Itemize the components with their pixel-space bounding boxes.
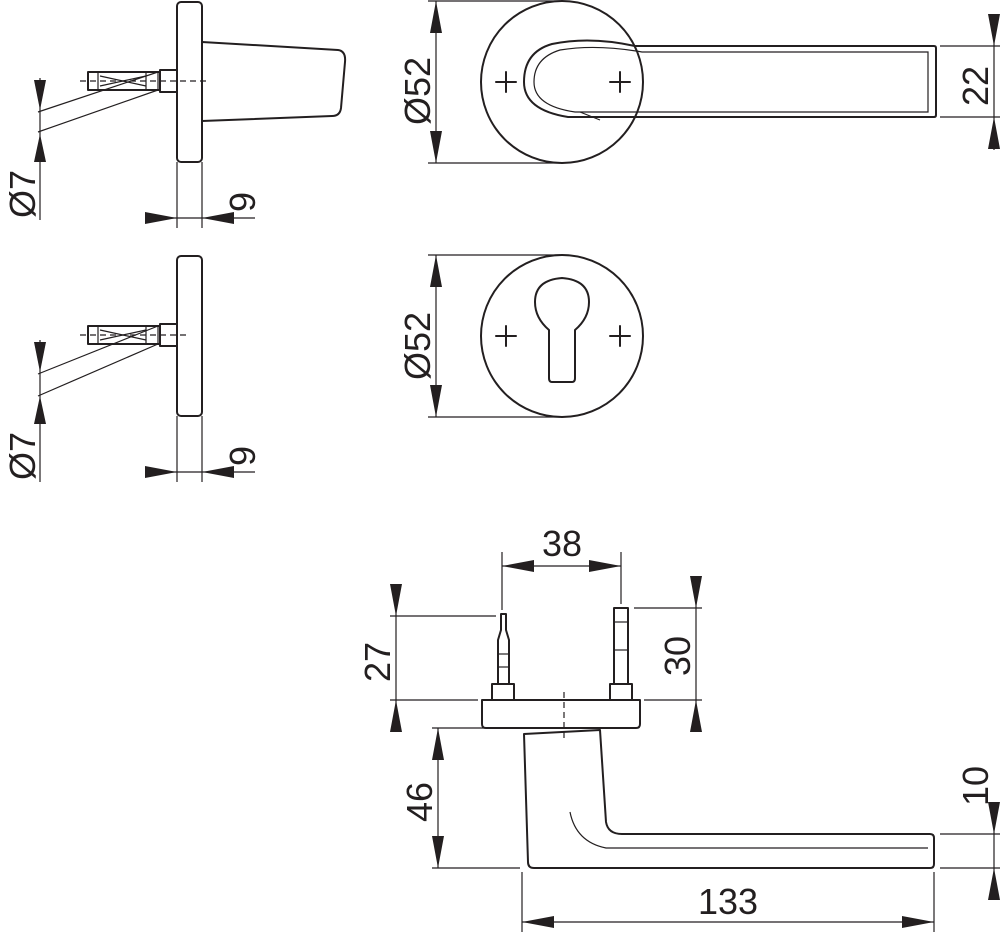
dim-rose-thickness-top: 9 (222, 192, 263, 212)
dim-rose-thickness-bottom: 9 (222, 446, 263, 466)
dim-lever-length: 133 (698, 881, 758, 922)
rose-outline (480, 254, 644, 418)
pin-left-nut (491, 683, 515, 701)
dim-rose-diameter-key: Ø52 (397, 312, 438, 380)
dim-lever-thickness: 10 (955, 766, 996, 806)
rose-plate (176, 255, 203, 417)
rose-outline (480, 0, 644, 164)
keyhole (534, 277, 590, 383)
dim-pin-diameter-top: Ø7 (2, 170, 43, 218)
rose-plate (481, 699, 641, 729)
front-view-lever: Ø52 22 (397, 0, 1000, 164)
lever-neck (201, 41, 347, 122)
dim-lever-drop: 46 (399, 782, 440, 822)
dim-pin-height-left: 27 (357, 642, 398, 682)
dim-rose-diameter-lever: Ø52 (397, 57, 438, 125)
bottom-view-lever: 38 27 30 46 10 133 (357, 523, 1000, 932)
side-view-key-rose: Ø7 9 (2, 255, 263, 482)
pin-right (613, 607, 629, 685)
pin-left (497, 613, 510, 685)
dim-lever-width: 22 (955, 66, 996, 106)
dim-pin-diameter-bottom: Ø7 (2, 432, 43, 480)
lever-body (523, 729, 935, 869)
dim-pin-height-right: 30 (657, 636, 698, 676)
side-view-lever-rose: Ø7 9 (2, 1, 347, 228)
front-view-key-rose: Ø52 (397, 254, 644, 418)
lever-outline (523, 39, 937, 118)
rose-plate (176, 1, 203, 163)
pin-right-nut (609, 683, 633, 701)
dim-pin-spacing: 38 (542, 523, 582, 564)
